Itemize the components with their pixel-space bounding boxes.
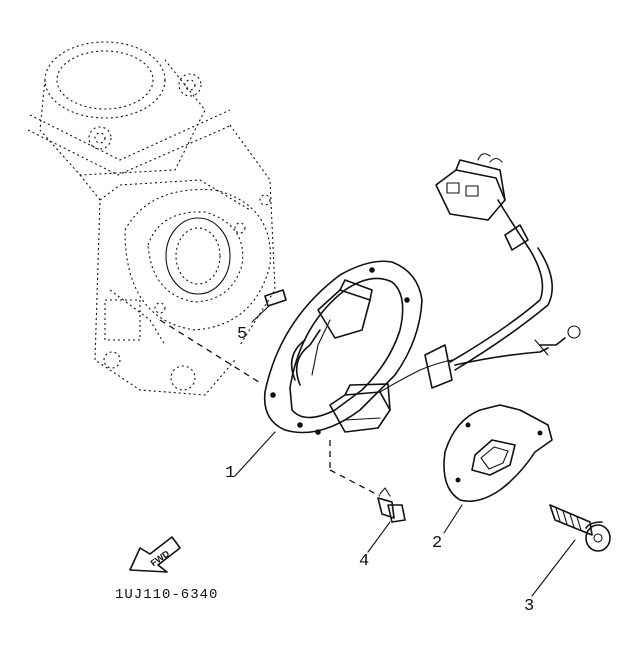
callout-1: 1 [225, 464, 236, 483]
callout-4: 4 [359, 552, 370, 571]
callout-3: 3 [524, 597, 535, 616]
diagram-code: 1UJ110-6340 [115, 587, 219, 603]
screw [549, 504, 611, 552]
fwd-arrow-text: FWD [149, 548, 172, 568]
fwd-arrow: FWD [129, 536, 181, 573]
wire-harness [435, 153, 581, 371]
dowel-pin [264, 289, 287, 307]
stator-assembly [263, 260, 453, 435]
bolt [377, 487, 406, 523]
callout-5: 5 [237, 325, 248, 344]
callout-2: 2 [432, 534, 443, 553]
leader-lines [159, 304, 576, 597]
base-plate [443, 404, 553, 503]
